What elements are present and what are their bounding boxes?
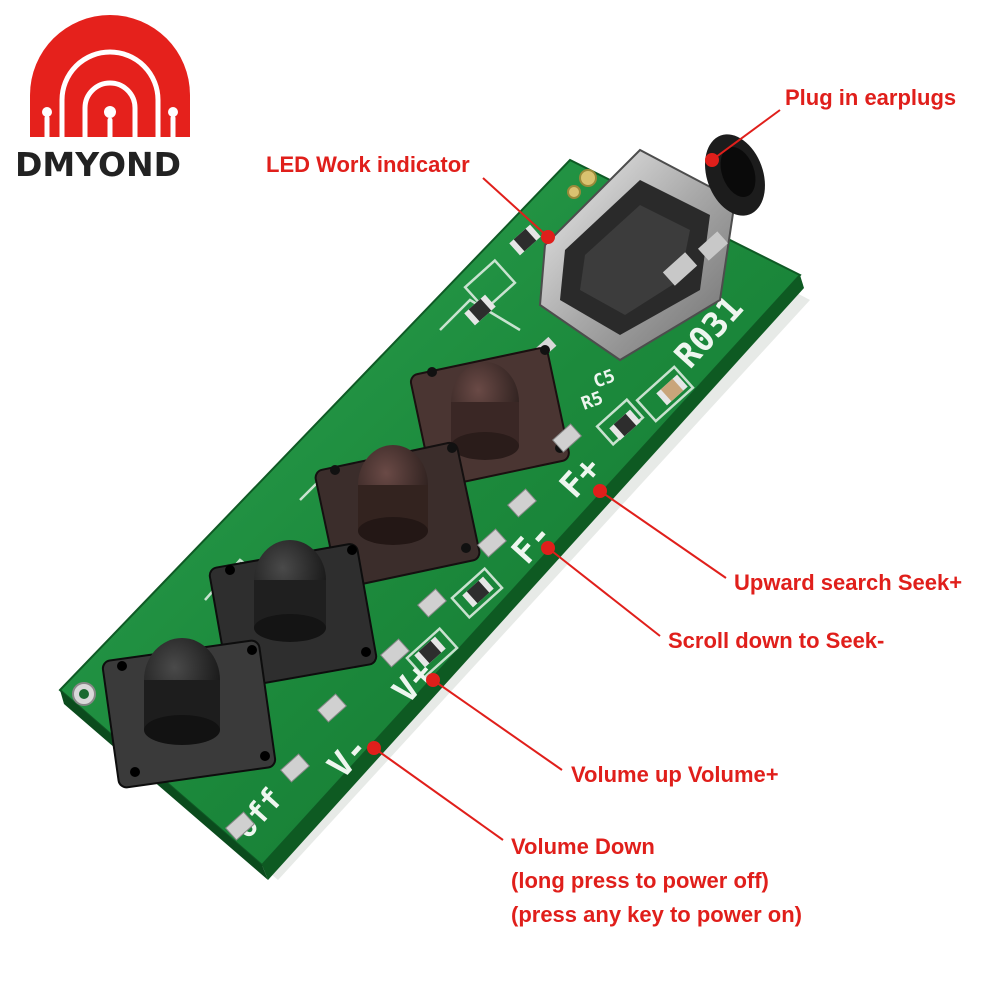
pcb-board: R031 C5 R5 F+ F- V+ V- off	[58, 134, 810, 880]
label-volume-down-line3: (press any key to power on)	[511, 902, 802, 927]
brand-name: DMYOND	[15, 145, 182, 184]
label-volume-down: Volume Down (long press to power off) (p…	[511, 830, 802, 932]
brand-logo	[30, 15, 190, 140]
label-seek-plus: Upward search Seek+	[734, 570, 963, 595]
label-led-indicator: LED Work indicator	[266, 152, 470, 177]
label-seek-minus: Scroll down to Seek-	[668, 628, 885, 653]
smd-components	[414, 224, 688, 668]
label-volume-down-line1: Volume Down	[511, 834, 655, 859]
tactile-button-volume-down	[101, 638, 277, 789]
label-volume-down-line2: (long press to power off)	[511, 868, 769, 893]
logo-arch	[30, 15, 190, 137]
label-plug-earplugs: Plug in earplugs	[785, 85, 957, 110]
annotation-leaders	[367, 109, 781, 841]
label-volume-up: Volume up Volume+	[571, 762, 779, 787]
headphone-jack	[538, 134, 765, 362]
